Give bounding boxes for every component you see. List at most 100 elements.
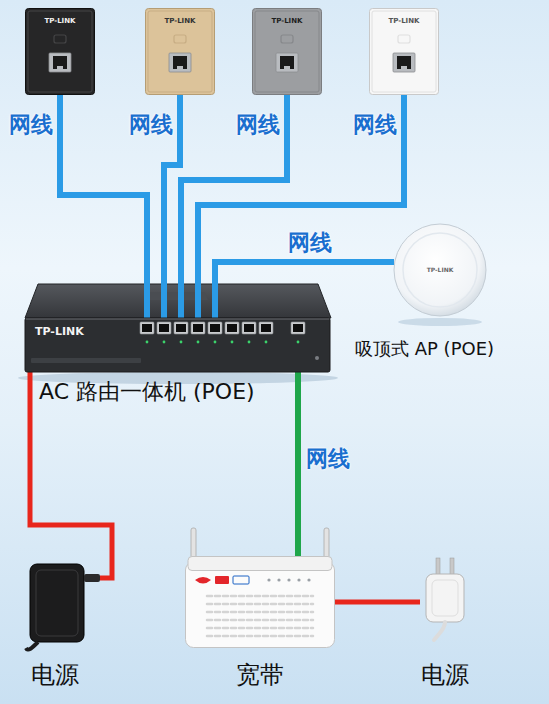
broadband-modem-drawing xyxy=(185,556,335,648)
switch-model-strip xyxy=(31,358,141,363)
power-adapter-drawing xyxy=(28,548,100,644)
device-caption: 宽带 xyxy=(236,662,284,690)
panel-plate xyxy=(26,9,95,95)
cable-label: 网线 xyxy=(306,446,350,471)
wall-panel-ap: TP-LINK xyxy=(25,8,95,95)
brand-label: TP-LINK xyxy=(427,267,454,274)
switch-port-led xyxy=(265,341,268,344)
brand-label: TP-LINK xyxy=(164,17,195,25)
ethernet-cable xyxy=(198,95,404,318)
switch-port-led xyxy=(146,341,149,344)
switch-port xyxy=(227,324,237,332)
panel-bevel xyxy=(372,11,436,92)
power-cord xyxy=(335,600,420,605)
switch-front xyxy=(25,318,330,372)
switch-port xyxy=(293,324,303,332)
ethernet-cable xyxy=(295,372,301,556)
switch-port-led xyxy=(297,341,300,344)
power-plug: 电源 xyxy=(420,556,470,640)
switch-port xyxy=(210,324,220,332)
modem-vent xyxy=(207,627,313,630)
ap-ring xyxy=(403,233,477,307)
switch-port-frame xyxy=(225,322,239,334)
ac-router-switch: TP-LINKAC 路由一体机 (POE) xyxy=(25,318,330,372)
brand-label: TP-LINK xyxy=(35,326,84,339)
modem-vent xyxy=(207,619,313,622)
plug-body xyxy=(426,574,464,622)
panel-port xyxy=(53,56,67,69)
switch-port xyxy=(261,324,271,332)
panel-bevel xyxy=(255,11,319,92)
cable-label: 网线 xyxy=(353,112,397,137)
ethernet-cable xyxy=(215,262,394,318)
panel-led xyxy=(281,35,293,43)
switch-port-frame xyxy=(174,322,188,334)
brand-label: TP-LINK xyxy=(388,17,419,25)
adapter-bevel xyxy=(36,570,78,636)
modem-vent xyxy=(207,611,313,614)
modem-indicator xyxy=(297,578,300,581)
modem-body xyxy=(186,562,335,648)
wall-panel-ap: TP-LINK xyxy=(145,8,215,95)
modem-indicator xyxy=(307,578,310,581)
power-plug-drawing xyxy=(420,556,470,640)
modem-lid xyxy=(188,557,332,571)
brand-label: TP-LINK xyxy=(271,17,302,25)
device-caption: 吸顶式 AP (POE) xyxy=(355,339,494,360)
switch-port-frame xyxy=(291,322,305,334)
switch-port xyxy=(193,324,203,332)
switch-port-led xyxy=(180,341,183,344)
modem-indicator xyxy=(287,578,290,581)
power-adapter: 电源 xyxy=(28,548,100,644)
panel-plate xyxy=(253,9,322,95)
plug-prong xyxy=(436,558,440,576)
brand-label: TP-LINK xyxy=(44,17,75,25)
ap-dome xyxy=(394,224,486,316)
panel-port xyxy=(280,56,294,69)
switch-port-frame xyxy=(191,322,205,334)
panel-port-clip xyxy=(401,66,407,69)
panel-port-frame xyxy=(276,53,298,72)
panel-port-clip xyxy=(284,66,290,69)
panel-port xyxy=(173,56,187,69)
device-caption: 电源 xyxy=(421,662,469,690)
switch-port xyxy=(159,324,169,332)
switch-port-led xyxy=(163,341,166,344)
device-caption: AC 路由一体机 (POE) xyxy=(39,379,255,404)
switch-port-led xyxy=(214,341,217,344)
device-caption: 电源 xyxy=(31,662,79,690)
switch-port-led xyxy=(248,341,251,344)
plug-bevel xyxy=(432,580,458,616)
panel-plate xyxy=(370,9,439,95)
panel-bevel xyxy=(148,11,212,92)
ap-shadow xyxy=(398,318,482,326)
panel-bevel xyxy=(28,11,92,92)
broadband-modem: 宽带 xyxy=(185,556,335,648)
switch-port-led xyxy=(197,341,200,344)
panel-port-frame xyxy=(393,53,415,72)
adapter-ac-cord xyxy=(26,642,38,650)
panel-led xyxy=(54,35,66,43)
panel-port xyxy=(397,56,411,69)
panel-led xyxy=(174,35,186,43)
panel-led xyxy=(398,35,410,43)
plug-cord xyxy=(434,622,445,640)
wall-panel-ap: TP-LINK xyxy=(369,8,439,95)
switch-port-led xyxy=(231,341,234,344)
wall-panel-ap: TP-LINK xyxy=(252,8,322,95)
modem-logo-mark xyxy=(195,577,211,584)
cable-label: 网线 xyxy=(236,112,280,137)
modem-logo-badge xyxy=(215,576,229,584)
panel-port-clip xyxy=(57,66,63,69)
ceiling-ap: TP-LINK吸顶式 AP (POE) xyxy=(393,223,487,317)
switch-port-frame xyxy=(259,322,273,334)
modem-indicator xyxy=(277,578,280,581)
modem-vent xyxy=(207,595,313,598)
cable-label: 网线 xyxy=(288,230,332,255)
switch-port xyxy=(244,324,254,332)
switch-port-frame xyxy=(157,322,171,334)
adapter-dc-plug xyxy=(84,574,100,582)
switch-port-frame xyxy=(242,322,256,334)
